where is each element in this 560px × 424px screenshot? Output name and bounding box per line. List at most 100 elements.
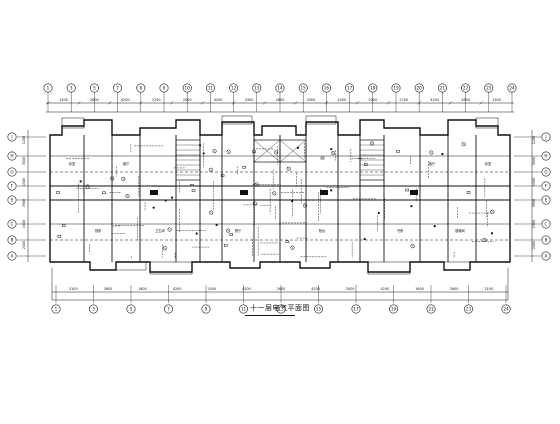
elevator-x2-1 <box>279 139 307 163</box>
bottom-dim-12: 3100 <box>484 287 493 291</box>
right-axis-6-circle <box>541 235 551 245</box>
light-x-21 <box>462 142 466 146</box>
right-axis-6-label: B <box>545 238 548 243</box>
top-dim-12: 4200 <box>430 98 439 102</box>
top-dim-tick-13 <box>448 101 452 105</box>
bottom-axis-12-label: 24 <box>503 307 509 312</box>
switch-symbol-34 <box>215 223 218 226</box>
top-axis-2-label: 5 <box>93 86 96 91</box>
left-dim-2: 1500 <box>22 178 26 186</box>
socket-symbol-6 <box>252 150 256 153</box>
top-axis-4-label: 8 <box>139 86 142 91</box>
left-dim-4: 1500 <box>22 220 26 228</box>
right-axis-7-circle <box>541 251 551 261</box>
light-fixture-53 <box>254 182 259 187</box>
top-axis-10-label: 14 <box>277 86 283 91</box>
light-x-26 <box>110 177 114 180</box>
top-axis-5-label: 9 <box>163 86 166 91</box>
switch-symbol-57 <box>377 211 380 215</box>
light-fixture-15 <box>272 191 277 196</box>
elevator-shaft-1 <box>279 139 307 163</box>
balcony-0 <box>61 117 85 129</box>
top-axis-11-label: 15 <box>301 86 307 91</box>
distribution-box-2 <box>320 190 328 195</box>
socket-symbol-38 <box>242 165 246 169</box>
left-axis-6-circle <box>7 235 17 245</box>
right-axis-3-circle <box>541 181 551 191</box>
top-dim-13: 2600 <box>461 98 470 102</box>
top-dim-tick-5 <box>200 101 205 105</box>
switch-symbol-36 <box>330 189 333 192</box>
light-fixture-16 <box>331 151 336 156</box>
bottom-axis-9-label: 19 <box>391 307 397 312</box>
room-label-8: 卧室 <box>485 161 491 166</box>
top-dim-9: 4200 <box>338 98 347 102</box>
left-axis-0-label: J <box>10 135 12 140</box>
top-axis-16-label: 20 <box>417 86 423 91</box>
distribution-box-0 <box>150 190 158 195</box>
balcony-4 <box>115 261 147 271</box>
distribution-box-3 <box>410 190 418 195</box>
light-fixture-26 <box>110 176 115 181</box>
light-fixture-56 <box>162 246 167 251</box>
right-axis-3-label: F <box>545 184 548 189</box>
switch-symbol-12 <box>164 199 167 202</box>
top-dim-6: 3300 <box>245 98 254 102</box>
light-fixture-52 <box>209 210 214 215</box>
left-dim-0: 1200 <box>22 136 26 144</box>
right-axis-5-circle <box>541 219 551 229</box>
top-dim-3: 2700 <box>152 98 161 102</box>
socket-symbol-59 <box>61 224 66 227</box>
light-x-14 <box>274 150 278 154</box>
socket-symbol-39 <box>363 163 368 166</box>
top-dim-tick-3 <box>139 101 143 105</box>
light-fixture-0 <box>303 203 308 208</box>
top-axis-18-label: 22 <box>463 86 469 91</box>
light-x-30 <box>121 177 125 181</box>
socket-symbol-48 <box>190 184 194 187</box>
light-fixture-28 <box>290 245 295 250</box>
switch-symbol-51 <box>410 205 413 208</box>
left-axis-1-label: H <box>10 154 13 159</box>
bottom-axis-8-label: 17 <box>353 307 359 312</box>
bottom-dim-2: 1800 <box>138 287 147 291</box>
top-axis-19-label: 23 <box>486 86 492 91</box>
right-axis-7-label: A <box>545 254 548 259</box>
top-axis-0-label: 1 <box>47 86 50 91</box>
right-dim-5: 2400 <box>532 241 536 249</box>
left-axis-7-circle <box>7 251 17 261</box>
switch-symbol-49 <box>363 238 366 241</box>
switch-symbol-13 <box>152 206 155 209</box>
switch-symbol-43 <box>198 144 202 147</box>
right-axis-0-label: J <box>544 135 546 140</box>
bottom-axis-5-circle <box>239 304 249 314</box>
right-axis-1-label: H <box>544 154 547 159</box>
drawing-caption: 十一层电气平面图 <box>250 304 310 312</box>
light-fixture-18 <box>482 237 487 242</box>
socket-symbol-23 <box>220 174 225 177</box>
bottom-dim-8: 2000 <box>346 287 355 291</box>
socket-symbol-46 <box>396 150 400 153</box>
bottom-dim-7: 4200 <box>311 287 320 291</box>
bottom-dim-10: 1800 <box>415 287 424 291</box>
bottom-axis-0-label: 1 <box>55 307 58 312</box>
bottom-axis-4-label: 9 <box>205 307 208 312</box>
room-label-4: 餐厅 <box>235 228 242 233</box>
room-label-3: 卫生间 <box>155 228 165 233</box>
light-x-16 <box>331 151 335 155</box>
light-fixture-50 <box>226 228 231 233</box>
light-fixture-44 <box>252 201 257 206</box>
bottom-dim-0: 3100 <box>69 287 78 291</box>
caption-underline <box>245 315 295 316</box>
switch-symbol-27 <box>170 196 174 199</box>
top-axis-15-label: 19 <box>393 86 399 91</box>
top-axis-17-label: 21 <box>440 86 446 91</box>
light-x-52 <box>209 211 213 215</box>
socket-symbol-42 <box>56 191 60 194</box>
right-axis-2-label: G <box>544 170 547 175</box>
balcony-6 <box>367 261 411 275</box>
switch-symbol-37 <box>441 152 444 156</box>
bottom-dim-4: 2000 <box>207 287 216 291</box>
light-x-44 <box>253 202 257 205</box>
top-axis-1-label: 3 <box>70 86 73 91</box>
